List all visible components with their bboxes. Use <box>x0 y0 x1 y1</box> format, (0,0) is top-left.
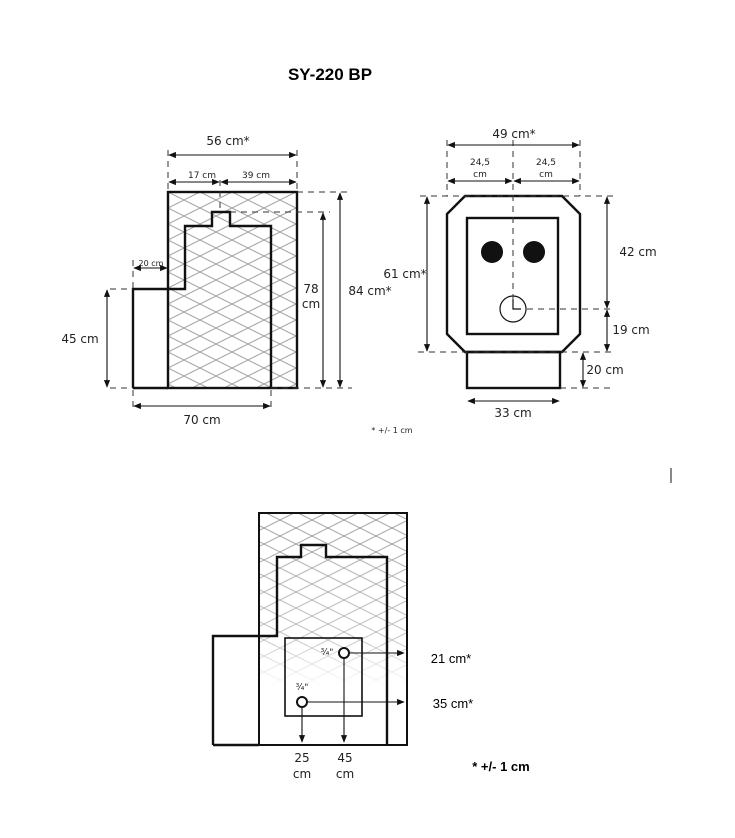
base-width-label: 33 cm <box>494 406 531 420</box>
total-depth-label: 56 cm* <box>206 134 249 148</box>
lower-x-value: 25 <box>294 751 309 765</box>
pipe-connection-upper <box>338 647 350 659</box>
pipe-lower-size: ¾" <box>296 683 309 693</box>
firebox-outline <box>211 543 389 745</box>
base-length-label: 70 cm <box>183 413 220 427</box>
side-view: 56 cm* 17 cm 39 cm 20 cm 45 cm 78 cm 84 … <box>61 134 412 435</box>
pipe-upper-size: ¾" <box>321 648 334 658</box>
half-right-unit: cm <box>539 170 553 180</box>
firebox-outline <box>131 210 273 388</box>
base-outline <box>465 350 562 390</box>
insulation-hatch <box>168 192 297 388</box>
pipe-connection-lower <box>296 696 308 708</box>
connection-view: ¾" ¾" 21 cm* 35 cm* 25 cm 45 cm * +/- 1 … <box>211 512 530 781</box>
half-left-value: 24,5 <box>470 158 490 168</box>
firebox-height-value: 78 <box>303 282 318 296</box>
front-view: 49 cm* 24,5 cm 24,5 cm 61 cm* 42 cm 19 c… <box>383 127 656 420</box>
base-height-label: 20 cm <box>586 363 623 377</box>
lower-height-label: 35 cm* <box>433 696 473 711</box>
stone-opening-right <box>523 241 545 263</box>
tolerance-note: * +/- 1 cm <box>472 759 529 774</box>
half-left-unit: cm <box>473 170 487 180</box>
upper-height-label: 42 cm <box>619 245 656 259</box>
step-width-label: 20 cm <box>139 259 164 268</box>
total-height-label: 84 cm* <box>348 284 391 298</box>
step-height-label: 45 cm <box>61 332 98 346</box>
stone-opening-left <box>481 241 503 263</box>
total-width-label: 49 cm* <box>492 127 535 141</box>
connection-panel <box>284 637 363 717</box>
upper-x-value: 45 <box>337 751 352 765</box>
half-right-value: 24,5 <box>536 158 556 168</box>
upper-height-label: 21 cm* <box>431 651 471 666</box>
model-title: SY-220 BP <box>288 65 372 84</box>
stove-body-outline <box>258 512 408 746</box>
rear-depth-label: 39 cm <box>242 171 270 181</box>
insulation-hatch-faded <box>259 513 407 745</box>
lower-height-label: 19 cm <box>612 323 649 337</box>
lower-x-unit: cm <box>293 767 311 781</box>
firebox-height-unit: cm <box>302 297 320 311</box>
tolerance-note: * +/- 1 cm <box>371 426 412 435</box>
upper-x-unit: cm <box>336 767 354 781</box>
body-height-label: 61 cm* <box>383 267 426 281</box>
front-depth-label: 17 cm <box>188 171 216 181</box>
